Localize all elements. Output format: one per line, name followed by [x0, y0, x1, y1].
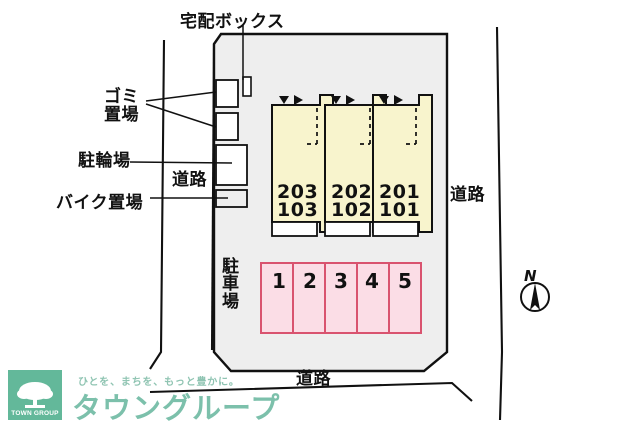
- parking-stall-label-4: 4: [365, 269, 380, 293]
- entrance-marker-right-203: [294, 95, 303, 105]
- garbage-area-box-2: [215, 112, 239, 141]
- compass-north-label: N: [524, 267, 538, 285]
- unit-label-203: 203: [277, 181, 319, 203]
- logo-caption: TOWN GROUP: [11, 410, 59, 417]
- label-parking-char-0: 駐: [222, 257, 240, 277]
- parking-stall-label-3: 3: [334, 269, 349, 293]
- bottom-road-edge: [149, 381, 473, 402]
- brand-name: タウングループ: [72, 391, 281, 425]
- brand-tagline: ひとを、まちを、もっと豊かに。: [78, 377, 240, 388]
- building-unit-201-101: [372, 94, 433, 237]
- label-parking-lot: 駐 車 場: [222, 257, 240, 312]
- balcony-202-102: [324, 221, 371, 237]
- leader-garbage-2: [145, 103, 217, 128]
- entrance-marker-down-201: [379, 96, 389, 104]
- balcony-203-103: [271, 221, 318, 237]
- parking-stall-label-5: 5: [398, 269, 413, 293]
- building-unit-203-103: [271, 94, 334, 237]
- entrance-marker-down-202: [331, 96, 341, 104]
- label-motorbike-parking: バイク置場: [56, 193, 144, 213]
- label-garbage-area-line2: 置場: [104, 105, 139, 126]
- entrance-marker-right-201: [394, 95, 403, 105]
- balcony-201-101: [372, 221, 419, 237]
- unit-label-202: 202: [331, 181, 373, 203]
- label-garbage-area-line1: ゴミ: [104, 87, 139, 107]
- building-unit-202-103: [324, 94, 387, 237]
- town-group-logo: TOWN GROUP: [8, 370, 62, 420]
- unit-label-201: 201: [379, 181, 421, 203]
- bicycle-parking-box: [215, 144, 248, 186]
- garbage-area-box-1: [215, 79, 239, 108]
- label-parking-char-1: 車: [222, 274, 240, 295]
- label-bicycle-parking: 駐輪場: [78, 151, 131, 171]
- unit-label-101: 101: [379, 199, 421, 221]
- building-block: [271, 94, 433, 237]
- label-garbage-area: ゴミ 置場: [104, 88, 139, 125]
- label-road-bottom: 道路: [296, 369, 331, 389]
- entrance-marker-down-203: [279, 96, 289, 104]
- label-road-middle: 道路: [172, 170, 207, 190]
- tree-icon: [17, 382, 53, 408]
- leader-lines: [129, 25, 244, 199]
- entrance-marker-right-202: [346, 95, 355, 105]
- parking-stall-label-2: 2: [303, 269, 318, 293]
- parking-lot-area: [260, 262, 422, 334]
- label-road-right: 道路: [450, 185, 485, 205]
- unit-label-102: 102: [331, 199, 373, 221]
- unit-label-103: 103: [277, 199, 319, 221]
- leader-bicycle: [129, 161, 233, 164]
- label-parking-char-2: 場: [222, 291, 240, 312]
- delivery-box-icon: [242, 76, 252, 97]
- label-delivery-box: 宅配ボックス: [180, 12, 285, 32]
- leader-garbage-1: [145, 91, 217, 102]
- compass-rose: [520, 282, 550, 312]
- right-road-edge: [495, 26, 504, 421]
- parking-stall-label-1: 1: [272, 269, 287, 293]
- left-road-edge: [149, 39, 166, 370]
